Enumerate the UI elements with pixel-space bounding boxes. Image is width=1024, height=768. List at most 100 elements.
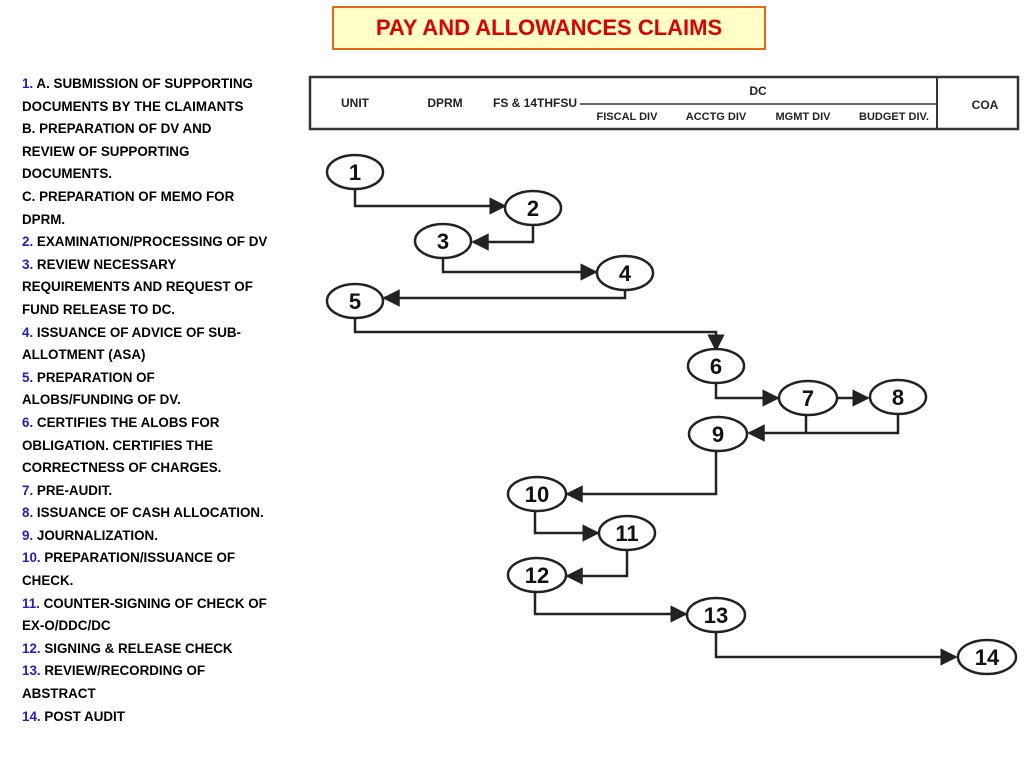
step-text: ISSUANCE OF ADVICE OF SUB- — [36, 324, 242, 340]
step-text: DPRM. — [22, 211, 66, 227]
step-number: 5. — [22, 369, 34, 385]
step-line: DOCUMENTS BY THE CLAIMANTS — [22, 96, 314, 119]
node-5: 5 — [325, 282, 385, 320]
step-item: 12. SIGNING & RELEASE CHECK — [22, 638, 314, 661]
step-text: REVIEW OF SUPPORTING — [22, 143, 190, 159]
step-item: 14. POST AUDIT — [22, 706, 314, 729]
step-text: OBLIGATION. CERTIFIES THE — [22, 437, 213, 453]
step-text: CERTIFIES THE ALOBS FOR — [36, 414, 220, 430]
step-text: CORRECTNESS OF CHARGES. — [22, 460, 222, 476]
step-text: ALLOTMENT (ASA) — [22, 347, 146, 363]
connector-3-4 — [441, 258, 598, 281]
step-text: SIGNING & RELEASE CHECK — [44, 640, 233, 656]
header-dprm: DPRM — [427, 96, 462, 110]
step-text: ALOBS/FUNDING OF DV. — [22, 392, 181, 408]
step-line: FUND RELEASE TO DC. — [22, 299, 314, 322]
step-text: CHECK. — [22, 573, 74, 589]
node-5-label: 5 — [349, 289, 361, 314]
header-fiscal-div: FISCAL DIV — [597, 111, 659, 123]
step-line: 14. POST AUDIT — [22, 706, 314, 729]
step-text: DOCUMENTS. — [22, 166, 113, 182]
step-text: REVIEW NECESSARY — [36, 256, 177, 272]
step-item: 9. JOURNALIZATION. — [22, 525, 314, 548]
node-4-label: 4 — [619, 261, 632, 286]
node-1-label: 1 — [349, 160, 361, 185]
node-3: 3 — [413, 222, 473, 260]
node-13-label: 13 — [704, 603, 728, 628]
step-text: FUND RELEASE TO DC. — [22, 301, 176, 317]
node-11-label: 11 — [615, 521, 638, 546]
step-text: B. PREPARATION OF DV AND — [22, 121, 212, 137]
step-line: B. PREPARATION OF DV AND — [22, 118, 314, 141]
header-budget-div: BUDGET DIV. — [859, 111, 929, 123]
step-text: A. SUBMISSION OF SUPPORTING — [36, 76, 253, 91]
step-line: DPRM. — [22, 209, 314, 232]
step-text: POST AUDIT — [44, 708, 125, 724]
step-item: 3. REVIEW NECESSARY REQUIREMENTS AND REQU… — [22, 254, 314, 322]
step-number: 14. — [22, 708, 41, 724]
step-text: REVIEW/RECORDING OF — [44, 663, 206, 679]
step-line: 8. ISSUANCE OF CASH ALLOCATION. — [22, 502, 314, 525]
step-number: 1. — [22, 76, 34, 91]
step-item: 6. CERTIFIES THE ALOBS FOR OBLIGATION. CE… — [22, 412, 314, 480]
step-line: 1. A. SUBMISSION OF SUPPORTING — [22, 73, 314, 96]
step-number: 4. — [22, 324, 34, 340]
node-9: 9 — [687, 415, 749, 453]
step-number: 13. — [22, 663, 41, 679]
step-number: 11. — [22, 595, 40, 611]
step-item: 7. PRE-AUDIT. — [22, 480, 314, 503]
node-3-label: 3 — [437, 229, 449, 254]
step-number: 7. — [22, 482, 34, 498]
connector-12-13 — [533, 592, 688, 623]
node-14-label: 14 — [975, 645, 1000, 670]
step-line: 7. PRE-AUDIT. — [22, 480, 314, 503]
node-2: 2 — [503, 189, 563, 227]
step-number: 6. — [22, 414, 34, 430]
step-text: PREPARATION OF — [36, 369, 155, 385]
node-12-label: 12 — [525, 563, 549, 588]
step-item: 5. PREPARATION OF ALOBS/FUNDING OF DV. — [22, 367, 314, 412]
step-number: 9. — [22, 527, 34, 543]
connector-13-14 — [714, 632, 958, 666]
step-text: REQUIREMENTS AND REQUEST OF — [22, 279, 253, 295]
connector-11-12 — [565, 550, 629, 585]
page-title: PAY AND ALLOWANCES CLAIMS — [332, 6, 766, 50]
header-mgmt-div: MGMT DIV — [776, 111, 832, 123]
node-14: 14 — [956, 638, 1018, 676]
step-text: EXAMINATION/PROCESSING OF DV — [36, 234, 268, 250]
step-line: 5. PREPARATION OF — [22, 367, 314, 390]
step-number: 2. — [22, 234, 34, 250]
step-line: C. PREPARATION OF MEMO FOR — [22, 186, 314, 209]
node-1: 1 — [325, 153, 385, 191]
step-number: 12. — [22, 640, 41, 656]
node-10: 10 — [506, 475, 568, 513]
step-text: PRE-AUDIT. — [36, 482, 113, 498]
node-4: 4 — [595, 254, 655, 292]
flow-nodes: 1 2 3 4 5 6 7 8 — [325, 153, 1018, 676]
header-dc: DC — [749, 84, 767, 98]
node-7: 7 — [777, 379, 839, 417]
node-13: 13 — [685, 596, 747, 634]
process-steps-list: 1. A. SUBMISSION OF SUPPORTING DOCUMENTS … — [22, 73, 314, 728]
node-2-label: 2 — [527, 196, 539, 221]
node-12: 12 — [506, 556, 568, 594]
node-6-label: 6 — [710, 354, 722, 379]
connector-1-2 — [353, 189, 507, 215]
step-text: DOCUMENTS BY THE CLAIMANTS — [22, 98, 244, 114]
node-10-label: 10 — [525, 482, 549, 507]
step-line: REVIEW OF SUPPORTING — [22, 141, 314, 164]
step-line: OBLIGATION. CERTIFIES THE — [22, 435, 314, 458]
step-item: 4. ISSUANCE OF ADVICE OF SUB- ALLOTMENT (… — [22, 322, 314, 367]
connector-10-11 — [533, 511, 600, 542]
process-flow-diagram: UNIT DPRM FS & 14THFSU DC COA FISCAL DIV… — [308, 75, 1020, 676]
step-line: EX-O/DDC/DC — [22, 615, 314, 638]
connector-4-5 — [382, 289, 627, 307]
node-6: 6 — [686, 347, 746, 385]
step-text: PREPARATION/ISSUANCE OF — [44, 550, 236, 566]
step-line: CHECK. — [22, 570, 314, 593]
step-line: 4. ISSUANCE OF ADVICE OF SUB- — [22, 322, 314, 345]
node-11: 11 — [597, 514, 657, 552]
step-line: 3. REVIEW NECESSARY — [22, 254, 314, 277]
step-text: EX-O/DDC/DC — [22, 618, 111, 634]
